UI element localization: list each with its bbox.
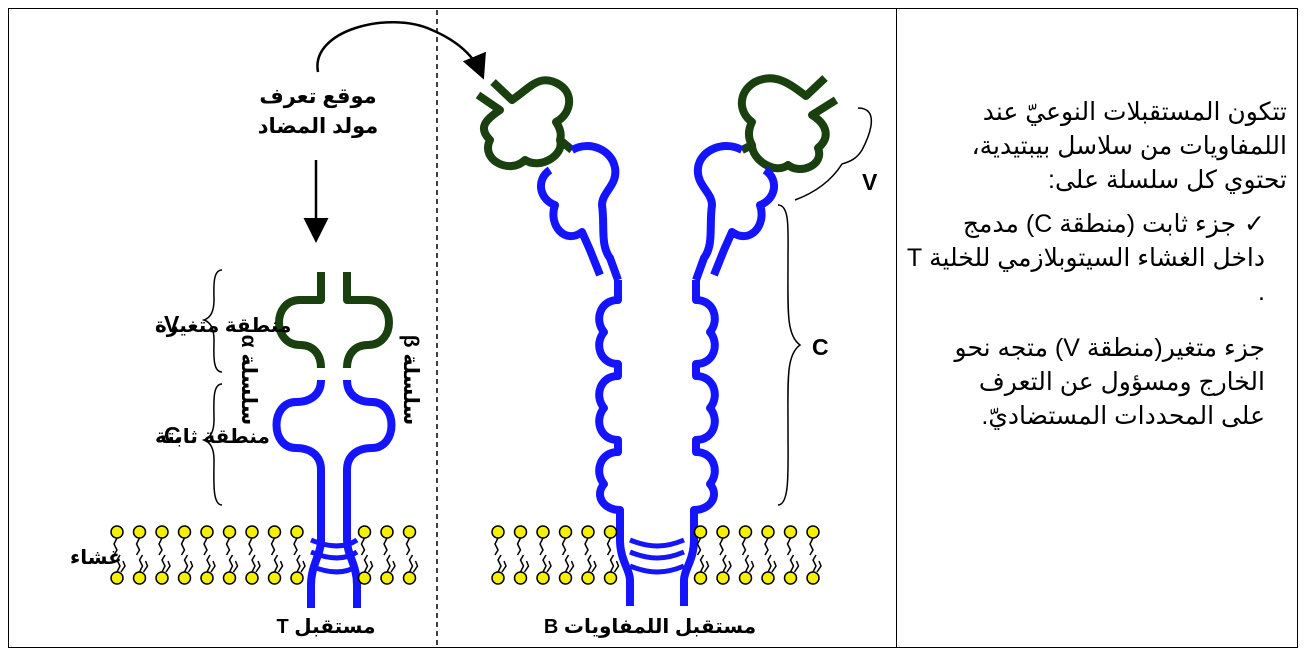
phospholipid	[200, 525, 216, 585]
phospholipid	[357, 525, 374, 585]
phospholipid	[558, 525, 575, 585]
phospholipid	[110, 525, 126, 585]
phospholipid	[245, 525, 261, 585]
phospholipid	[806, 525, 822, 585]
membrane-lipids	[110, 525, 822, 585]
phospholipid	[290, 525, 306, 585]
b-stem-left	[595, 280, 634, 606]
receptor-diagram: موقع تعرف مولد المضاد V منطقة متغيرة C م…	[70, 10, 878, 646]
t-transmembrane-twist	[310, 537, 359, 575]
phospholipid	[155, 525, 171, 585]
variable-region-label: منطقة متغيرة	[155, 315, 291, 337]
t-cell-receptor	[272, 272, 396, 608]
beta-chain-variable	[343, 272, 393, 369]
b-left-arm-constant	[537, 142, 622, 282]
phospholipid	[222, 525, 239, 585]
phospholipid	[783, 525, 800, 585]
t-receptor-label: مستقبل T	[276, 616, 375, 638]
phospholipid	[267, 525, 284, 585]
membrane-label: غشاء	[70, 547, 122, 569]
t-v-letter: V	[164, 311, 180, 337]
phospholipid	[177, 525, 194, 585]
phospholipid	[380, 525, 396, 585]
b-right-arm-constant	[692, 142, 778, 282]
phospholipid	[581, 525, 597, 585]
curved-arrow	[316, 20, 486, 80]
beta-chain-label: سلسلة β	[399, 335, 422, 426]
phospholipid	[603, 525, 620, 585]
phospholipid	[132, 525, 149, 585]
b-stem-right	[680, 280, 719, 606]
check-icon: ✓	[1244, 209, 1265, 238]
b-variable-bracket	[794, 107, 873, 201]
b-receptor-label: مستقبل اللمفاويات B	[544, 616, 756, 638]
constant-item: ✓جزء ثابت (منطقة C) مدمج داخل الغشاء الس…	[900, 207, 1295, 309]
phospholipid	[513, 525, 530, 585]
intro-paragraph: تتكون المستقبلات النوعيّ عند اللمفاويات …	[971, 98, 1287, 194]
b-transmembrane-twist	[629, 537, 685, 575]
phospholipid	[402, 525, 419, 585]
antigen-site-label-line2: مولد المضاد	[258, 115, 379, 138]
variable-item: جزء متغير(منطقة V) متجه نحو الخارج ومسؤو…	[954, 334, 1265, 430]
t-c-letter: C	[164, 422, 181, 448]
figure-frame	[8, 8, 1298, 648]
panel-divider	[896, 8, 897, 648]
explanation-panel: تتكون المستقبلات النوعيّ عند اللمفاويات …	[900, 95, 1295, 433]
phospholipid	[738, 525, 755, 585]
alpha-chain-variable	[275, 272, 325, 369]
b-v-letter: V	[862, 169, 878, 195]
b-left-variable	[475, 76, 575, 170]
constant-item-text: جزء ثابت (منطقة C) مدمج داخل الغشاء السي…	[906, 210, 1265, 306]
phospholipid	[693, 525, 710, 585]
antigen-site-label-line1: موقع تعرف	[259, 85, 376, 108]
b-cell-receptor	[475, 74, 839, 606]
t-constant-bracket	[201, 383, 223, 506]
phospholipid	[491, 525, 507, 585]
b-right-variable	[737, 74, 839, 173]
constant-region-label: منطقة ثابتة	[155, 426, 270, 448]
phospholipid	[536, 525, 552, 585]
t-variable-bracket	[201, 269, 223, 373]
phospholipid	[716, 525, 732, 585]
alpha-chain-label: سلسلة α	[237, 335, 260, 426]
phospholipid	[761, 525, 777, 585]
b-constant-bracket	[777, 204, 802, 506]
b-c-letter: C	[812, 334, 829, 360]
